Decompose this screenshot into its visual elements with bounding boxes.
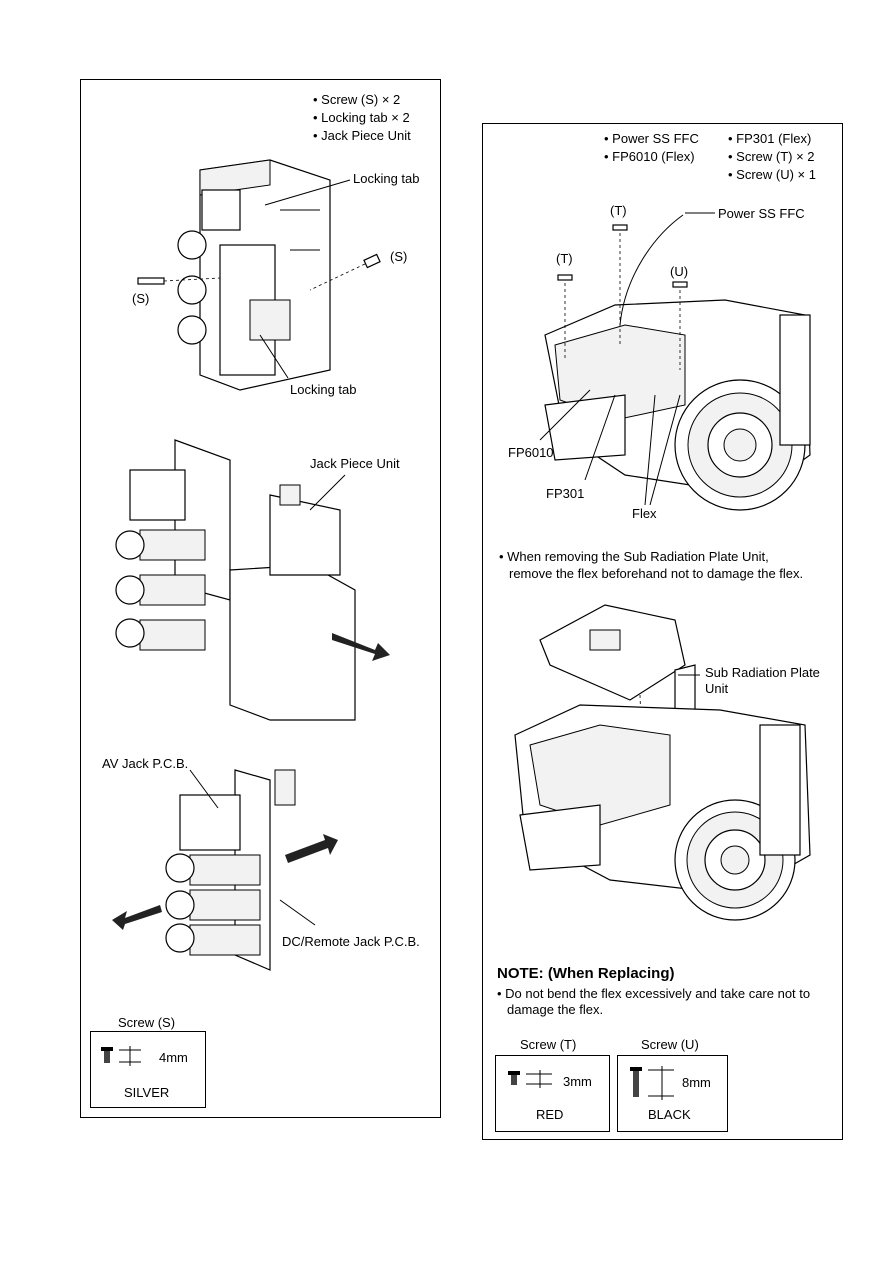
screw-s-left-label: (S) xyxy=(132,291,150,306)
power-ss-ffc-label: Power SS FFC xyxy=(718,206,805,221)
screw-u-icon xyxy=(630,1066,674,1100)
pcb-separation-diagram xyxy=(112,769,338,971)
right-step-2: • FP6010 (Flex) xyxy=(604,149,695,164)
camera-flex-diagram xyxy=(539,212,811,511)
left-step-3: • Jack Piece Unit xyxy=(313,128,411,143)
screw-u-title: Screw (U) xyxy=(641,1037,699,1052)
left-step-1: • Screw (S) × 2 xyxy=(313,92,401,107)
right-step-3: • FP301 (Flex) xyxy=(728,131,812,146)
locking-tab-bottom-label: Locking tab xyxy=(290,382,357,397)
screw-s-icon xyxy=(101,1046,141,1066)
screw-u-box: 8mm BLACK xyxy=(617,1055,728,1132)
jack-piece-unit-removal-diagram xyxy=(115,439,390,721)
flex-label: Flex xyxy=(632,506,657,521)
screw-t-left-label: (T) xyxy=(556,251,573,266)
screw-u-label: (U) xyxy=(670,264,689,279)
left-step-2: • Locking tab × 2 xyxy=(313,110,410,125)
sub-radiation-plate-label-2: Unit xyxy=(705,681,729,696)
screw-t-top-label: (T) xyxy=(610,203,627,218)
dc-remote-jack-pcb-label: DC/Remote Jack P.C.B. xyxy=(282,934,420,949)
screw-t-title: Screw (T) xyxy=(520,1037,577,1052)
screw-s-box: 4mm SILVER xyxy=(90,1031,206,1108)
jack-piece-unit-label: Jack Piece Unit xyxy=(310,456,400,471)
locking-tab-top-label: Locking tab xyxy=(353,171,420,186)
right-step-1: • Power SS FFC xyxy=(604,131,699,146)
note-line-1: • Do not bend the flex excessively and t… xyxy=(497,986,811,1001)
screw-s-right-label: (S) xyxy=(390,249,408,264)
screw-u-size: 8mm xyxy=(682,1075,711,1090)
fp6010-label: FP6010 xyxy=(508,445,554,460)
screw-t-icon xyxy=(508,1070,552,1088)
note-line-2: damage the flex. xyxy=(507,1002,604,1017)
screw-t-size: 3mm xyxy=(563,1074,592,1089)
warning-line-1: • When removing the Sub Radiation Plate … xyxy=(499,549,769,564)
right-step-4: • Screw (T) × 2 xyxy=(728,149,815,164)
jack-assembly-diagram xyxy=(137,159,381,391)
right-step-5: • Screw (U) × 1 xyxy=(728,167,816,182)
screw-s-color: SILVER xyxy=(124,1085,170,1100)
sub-radiation-plate-label-1: Sub Radiation Plate xyxy=(705,665,820,680)
screw-t-box: 3mm RED xyxy=(495,1055,610,1132)
screw-u-color: BLACK xyxy=(648,1107,691,1122)
screw-s-title: Screw (S) xyxy=(118,1015,176,1030)
av-jack-pcb-label: AV Jack P.C.B. xyxy=(102,756,189,771)
sub-radiation-plate-diagram xyxy=(514,604,811,921)
warning-line-2: remove the flex beforehand not to damage… xyxy=(509,566,804,581)
fp301-label: FP301 xyxy=(546,486,585,501)
note-title: NOTE: (When Replacing) xyxy=(497,965,675,982)
screw-t-color: RED xyxy=(536,1107,564,1122)
screw-s-size: 4mm xyxy=(159,1050,188,1065)
